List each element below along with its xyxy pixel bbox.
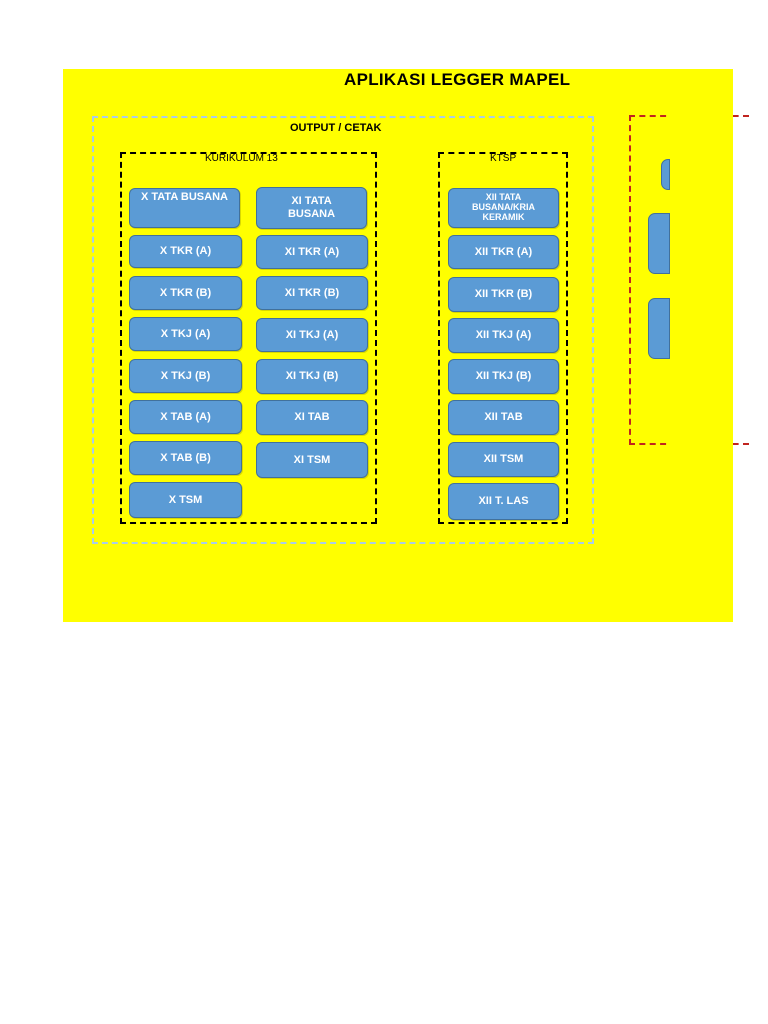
- class-xii-tkr-b-button[interactable]: XII TKR (B): [448, 277, 559, 312]
- sheet-clip-edge: [670, 109, 733, 459]
- output-label: OUTPUT / CETAK: [290, 122, 382, 134]
- class-x-tkr-a-button[interactable]: X TKR (A): [129, 235, 242, 268]
- ktsp-label: KTSP: [490, 153, 517, 164]
- kurikulum13-label: KURIKULUM 13: [205, 153, 278, 164]
- ktsp-group: [438, 152, 568, 524]
- app-title: APLIKASI LEGGER MAPEL: [344, 70, 571, 89]
- class-x-tkj-a-button[interactable]: X TKJ (A): [129, 317, 242, 351]
- class-xii-tata-busana-kria-keramik-button[interactable]: XII TATA BUSANA/KRIA KERAMIK: [448, 188, 559, 228]
- kurikulum13-group: [120, 152, 377, 524]
- class-xi-tsm-button[interactable]: XI TSM: [256, 442, 368, 478]
- class-x-tkj-b-button[interactable]: X TKJ (B): [129, 359, 242, 393]
- class-xi-tkj-b-button[interactable]: XI TKJ (B): [256, 359, 368, 394]
- class-x-tab-a-button[interactable]: X TAB (A): [129, 400, 242, 434]
- side-panel-button-3[interactable]: [648, 298, 670, 359]
- class-x-tsm-button[interactable]: X TSM: [129, 482, 242, 518]
- output-frame: [92, 116, 594, 544]
- side-panel-button-2[interactable]: [648, 213, 670, 274]
- class-xii-tsm-button[interactable]: XII TSM: [448, 442, 559, 477]
- class-x-tata-busana-button[interactable]: X TATA BUSANA: [129, 188, 240, 228]
- legger-sheet: APLIKASI LEGGER MAPEL OUTPUT / CETAK KUR…: [63, 69, 749, 622]
- class-x-tkr-b-button[interactable]: X TKR (B): [129, 276, 242, 310]
- class-xii-tkj-a-button[interactable]: XII TKJ (A): [448, 318, 559, 353]
- class-xii-tab-button[interactable]: XII TAB: [448, 400, 559, 435]
- class-xii-tkr-a-button[interactable]: XII TKR (A): [448, 235, 559, 269]
- class-xi-tkj-a-button[interactable]: XI TKJ (A): [256, 318, 368, 352]
- class-xi-tata-busana-button[interactable]: XI TATA BUSANA: [256, 187, 367, 229]
- class-x-tab-b-button[interactable]: X TAB (B): [129, 441, 242, 475]
- class-xii-t-las-button[interactable]: XII T. LAS: [448, 483, 559, 520]
- class-xii-tkj-b-button[interactable]: XII TKJ (B): [448, 359, 559, 394]
- side-panel-button-1[interactable]: [661, 159, 670, 190]
- class-xi-tkr-b-button[interactable]: XI TKR (B): [256, 276, 368, 310]
- class-xi-tab-button[interactable]: XI TAB: [256, 400, 368, 435]
- class-xi-tkr-a-button[interactable]: XI TKR (A): [256, 235, 368, 269]
